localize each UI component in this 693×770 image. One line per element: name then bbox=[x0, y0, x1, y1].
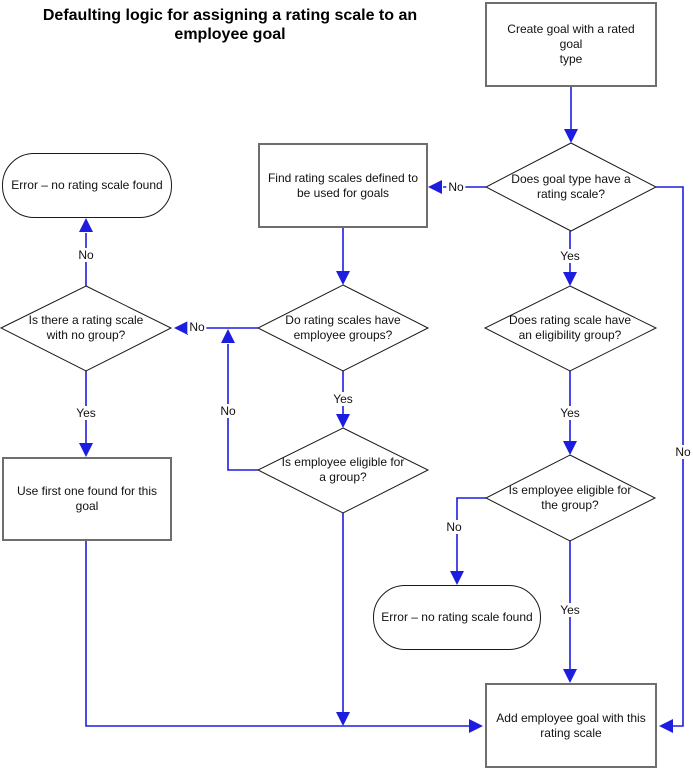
edge-use-first-to-add bbox=[85, 541, 470, 727]
arrowhead-into-use-first bbox=[79, 443, 93, 457]
edge-label-no-d1-right: No bbox=[673, 445, 693, 459]
arrowhead-into-d5 bbox=[563, 272, 577, 286]
edge-label-no-d2-left: No bbox=[187, 320, 207, 334]
arrowhead-into-d1 bbox=[564, 129, 578, 143]
arrowhead-into-d3 bbox=[174, 321, 188, 335]
decision-node-eligible-a-group: Is employee eligible for a group? bbox=[281, 455, 405, 484]
decision-shape-scale-eligibility-group bbox=[483, 285, 658, 372]
edge-label-yes-d2-down: Yes bbox=[331, 392, 355, 406]
arrowhead-into-error-top bbox=[79, 218, 93, 232]
edge-label-yes-d1-down: Yes bbox=[558, 249, 582, 263]
end-node-add-employee-goal: Add employee goal with this rating scale bbox=[485, 683, 657, 768]
arrowhead-into-add-right bbox=[659, 719, 673, 733]
decision-shape-goal-type-scale bbox=[484, 142, 658, 232]
decision-node-scale-eligibility-group: Does rating scale have an eligibility gr… bbox=[508, 313, 632, 342]
arrowhead-merge-down bbox=[336, 712, 350, 726]
decision-shape-eligible-a-group bbox=[256, 427, 430, 514]
decision-shape-scale-no-group bbox=[0, 285, 173, 372]
arrowhead-merge-up bbox=[221, 329, 235, 343]
arrowhead-into-find bbox=[428, 180, 442, 194]
diagram-title: Defaulting logic for assigning a rating … bbox=[42, 7, 418, 43]
decision-shape-scales-employee-groups bbox=[256, 284, 430, 372]
edge-label-no-d3-up: No bbox=[76, 248, 96, 262]
arrowhead-into-d6 bbox=[563, 441, 577, 455]
edge-label-yes-d6-down: Yes bbox=[558, 603, 582, 617]
edge-d6-no-to-error-bottom bbox=[456, 497, 486, 572]
arrowhead-into-d2 bbox=[336, 271, 350, 285]
edge-d4-no-up bbox=[227, 344, 258, 471]
edge-label-no-d6-left: No bbox=[444, 520, 464, 534]
decision-node-goal-type-scale: Does goal type have a rating scale? bbox=[511, 172, 631, 201]
process-node-find-rating-scales: Find rating scales defined to be used fo… bbox=[258, 143, 428, 228]
arrowhead-into-error-bottom bbox=[450, 571, 464, 585]
edge-label-no-d1-left: No bbox=[446, 180, 466, 194]
edge-label-yes-d5-down: Yes bbox=[558, 406, 582, 420]
edge-label-no-d4-left: No bbox=[218, 404, 238, 418]
decision-node-scale-no-group: Is there a rating scale with no group? bbox=[28, 313, 144, 342]
start-node-create-goal: Create goal with a rated goal type bbox=[485, 2, 657, 87]
arrowhead-into-add-left bbox=[469, 719, 483, 733]
arrowhead-into-add-top bbox=[563, 669, 577, 683]
terminator-node-error-top: Error – no rating scale found bbox=[2, 153, 172, 218]
process-node-use-first-found: Use first one found for this goal bbox=[2, 457, 172, 541]
decision-node-eligible-the-group: Is employee eligible for the group? bbox=[508, 483, 632, 512]
edge-label-yes-d3-down: Yes bbox=[74, 406, 98, 420]
decision-node-scales-employee-groups: Do rating scales have employee groups? bbox=[285, 313, 401, 342]
arrowhead-into-d4 bbox=[336, 414, 350, 428]
decision-shape-eligible-the-group bbox=[484, 454, 657, 542]
terminator-node-error-bottom: Error – no rating scale found bbox=[373, 585, 541, 650]
